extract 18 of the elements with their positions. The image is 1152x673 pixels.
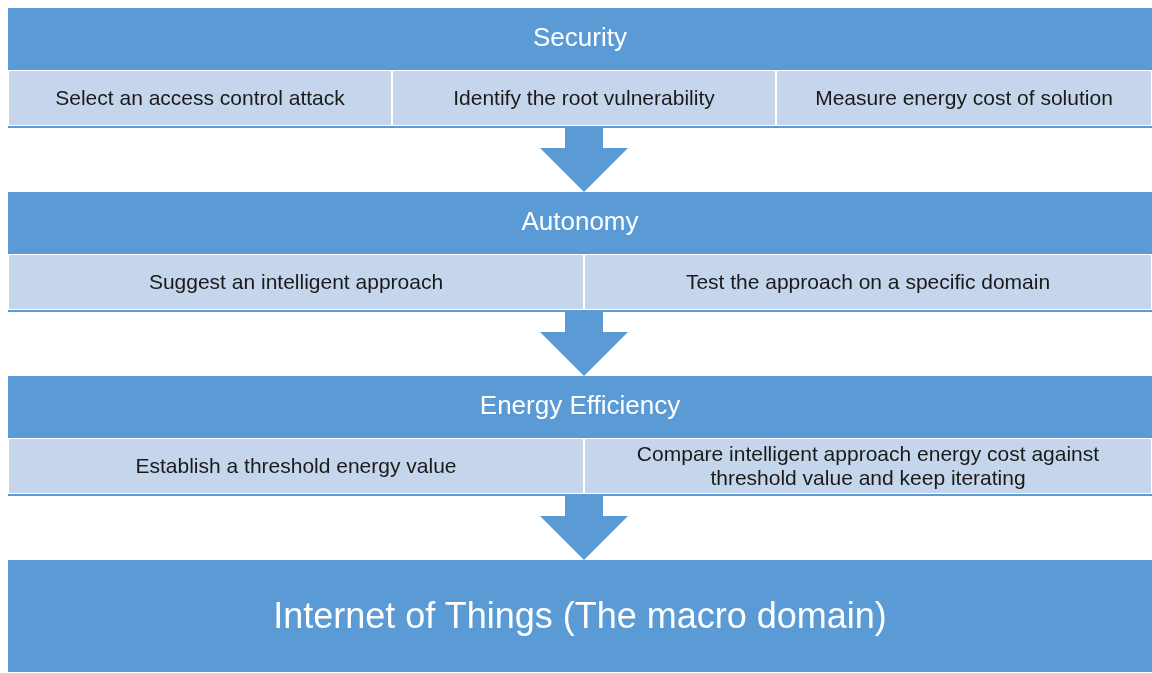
step-box: Identify the root vulnerability [392, 70, 776, 126]
block-arrow [540, 312, 628, 376]
stage-band [8, 192, 1152, 312]
stage-heading: Security [533, 22, 627, 53]
step-box: Test the approach on a specific domain [584, 254, 1152, 310]
stage-heading: Energy Efficiency [479, 390, 681, 421]
block-arrow [540, 496, 628, 560]
step-box: Establish a threshold energy value [8, 438, 584, 494]
block-arrow [540, 128, 628, 192]
step-box: Measure energy cost of solution [776, 70, 1152, 126]
stage-band [8, 560, 1152, 672]
step-box: Compare intelligent approach energy cost against threshold value and keep iterating [584, 438, 1152, 494]
stage-band [8, 376, 1152, 496]
stage-heading: Internet of Things (The macro domain) [273, 595, 887, 637]
step-box: Suggest an intelligent approach [8, 254, 584, 310]
step-box: Select an access control attack [8, 70, 392, 126]
stage-band [8, 8, 1152, 128]
stage-heading: Autonomy [521, 206, 639, 237]
